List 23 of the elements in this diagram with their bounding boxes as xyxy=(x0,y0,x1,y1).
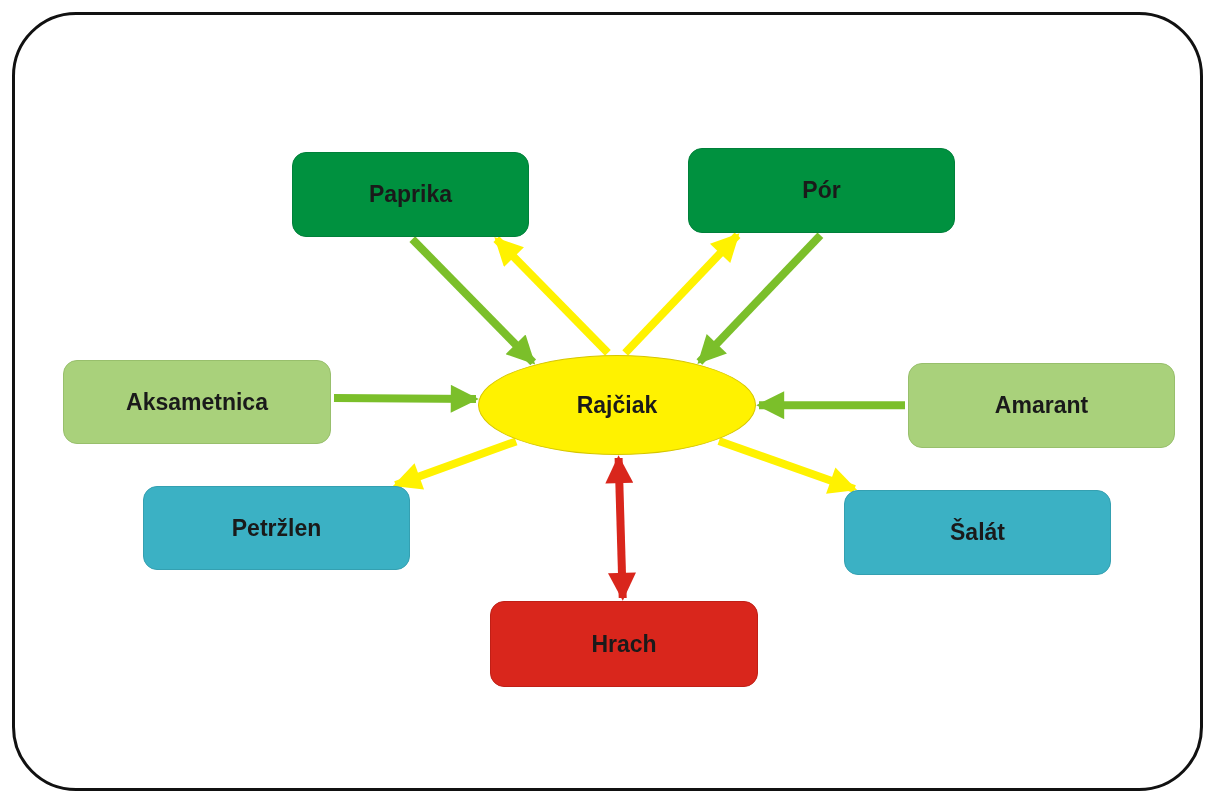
node-label: Rajčiak xyxy=(576,391,658,419)
arrow xyxy=(622,232,741,356)
rounded-box xyxy=(908,363,1175,448)
arrow xyxy=(333,384,479,413)
arrow xyxy=(717,437,858,494)
rounded-box xyxy=(63,360,331,444)
node-label: Pór xyxy=(802,177,841,204)
node-label: Paprika xyxy=(368,181,453,208)
arrow xyxy=(605,455,636,601)
rounded-box xyxy=(844,490,1111,575)
arrow xyxy=(392,437,518,490)
node-label: Aksametnica xyxy=(126,388,268,416)
rounded-box xyxy=(143,486,410,570)
node-label: Šalát xyxy=(950,519,1005,546)
rounded-box xyxy=(688,148,955,233)
node-label: Hrach xyxy=(591,630,657,658)
arrow xyxy=(409,236,537,366)
rounded-box xyxy=(292,152,529,237)
node-label: Amarant xyxy=(994,392,1089,419)
arrow xyxy=(696,232,824,365)
node-label: Petržlen xyxy=(231,514,322,542)
rounded-box xyxy=(490,601,758,687)
arrow xyxy=(493,236,611,356)
